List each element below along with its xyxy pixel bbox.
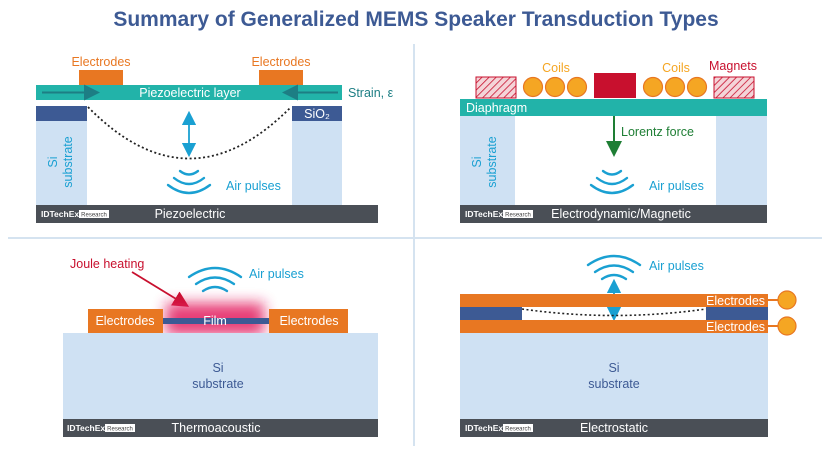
joule-heating-arrow <box>131 271 190 307</box>
piezoelectric-layer-label: Piezoelectric layer <box>139 86 240 100</box>
brand-name: IDTechEx <box>41 209 79 219</box>
magnet-right <box>713 76 755 99</box>
panel-footer <box>63 419 378 437</box>
brand-name: IDTechEx <box>67 423 105 433</box>
substrate-label-line2: substrate <box>192 377 243 391</box>
substrate <box>460 333 768 419</box>
panel-electrodynamic: Magnets Coils Coils Diaphragm Lorentz fo… <box>460 59 767 223</box>
substrate-label-line1: Si <box>46 156 60 167</box>
strain-label: Strain, ε <box>348 86 394 100</box>
brand-name: IDTechEx <box>465 423 503 433</box>
oxide-left <box>36 106 87 121</box>
electrode-right <box>259 70 303 85</box>
coils-left-label: Coils <box>542 61 570 75</box>
electrodes-right-label: Electrodes <box>251 55 310 69</box>
air-pulses-label: Air pulses <box>649 259 704 273</box>
air-wave-icon <box>166 169 212 195</box>
electrode-left <box>88 309 163 333</box>
brand-tag-box <box>503 210 533 218</box>
magnet-left <box>475 76 517 99</box>
brand-tag: Research <box>107 427 133 433</box>
spacer-right <box>706 307 768 320</box>
deflection-curve <box>87 106 292 160</box>
coils-right <box>642 76 708 98</box>
brand-tag: Research <box>505 427 531 433</box>
substrate-right <box>716 116 767 205</box>
substrate-label-line2: substrate <box>61 136 75 187</box>
deflection-curve <box>521 308 707 317</box>
brand-tag-box <box>79 210 109 218</box>
substrate-label-line1: Si <box>470 156 484 167</box>
electrodes-bottom-label: Electrodes <box>706 320 765 334</box>
air-pulses-label: Air pulses <box>226 179 281 193</box>
brand-name: IDTechEx <box>465 209 503 219</box>
brand-tag: Research <box>505 213 531 219</box>
coils-right-label: Coils <box>662 61 690 75</box>
panel-name-thermoacoustic: Thermoacoustic <box>172 421 261 435</box>
electrode-left <box>79 70 123 85</box>
substrate-right <box>292 121 342 205</box>
panel-name-piezoelectric: Piezoelectric <box>155 207 226 221</box>
magnet-center <box>594 73 636 98</box>
air-wave-icon <box>586 254 642 281</box>
brand-tag-box <box>503 424 533 432</box>
spacer-left <box>460 307 522 320</box>
electrodes-left-label: Electrodes <box>95 314 154 328</box>
substrate-left <box>460 116 515 205</box>
panel-footer <box>36 205 378 223</box>
joule-heating-label: Joule heating <box>70 257 144 271</box>
air-wave-icon <box>589 169 635 195</box>
piezoelectric-layer <box>36 85 342 100</box>
substrate <box>63 333 378 419</box>
panel-name-electrodynamic: Electrodynamic/Magnetic <box>551 207 691 221</box>
electrode-bottom <box>460 320 768 333</box>
substrate-label-line1: Si <box>212 361 223 375</box>
terminal-bottom <box>777 316 797 336</box>
panel-name-electrostatic: Electrostatic <box>580 421 648 435</box>
panel-piezoelectric: Electrodes Electrodes Piezoelectric laye… <box>36 55 394 223</box>
magnets-label: Magnets <box>709 59 757 73</box>
air-pulses-label: Air pulses <box>649 179 704 193</box>
page-title: Summary of Generalized MEMS Speaker Tran… <box>113 8 718 31</box>
substrate-left <box>36 121 87 205</box>
panel-electrostatic: Air pulses Electrodes Electrodes Si subs… <box>460 254 797 437</box>
film-layer <box>163 318 269 324</box>
film-label: Film <box>203 314 227 328</box>
electrodes-top-label: Electrodes <box>706 294 765 308</box>
electrodes-right-label: Electrodes <box>279 314 338 328</box>
air-pulses-label: Air pulses <box>249 267 304 281</box>
brand-tag: Research <box>81 213 107 219</box>
panel-footer <box>460 419 768 437</box>
substrate-label-line2: substrate <box>588 377 639 391</box>
brand-tag-box <box>105 424 135 432</box>
panel-footer <box>460 205 767 223</box>
lorentz-force-label: Lorentz force <box>621 125 694 139</box>
substrate-label-line2: substrate <box>485 136 499 187</box>
air-wave-icon <box>187 266 243 293</box>
coils-left <box>522 76 588 98</box>
oxide-right <box>292 106 342 121</box>
oxide-label: SiO₂ <box>304 107 330 121</box>
panel-thermoacoustic: Joule heating Air pulses Electrodes Elec… <box>63 257 378 437</box>
electrode-top <box>460 294 768 307</box>
electrode-right <box>269 309 348 333</box>
electrodes-left-label: Electrodes <box>71 55 130 69</box>
diaphragm-label: Diaphragm <box>466 101 527 115</box>
diaphragm <box>460 99 767 116</box>
terminal-top <box>777 290 797 310</box>
substrate-label-line1: Si <box>608 361 619 375</box>
